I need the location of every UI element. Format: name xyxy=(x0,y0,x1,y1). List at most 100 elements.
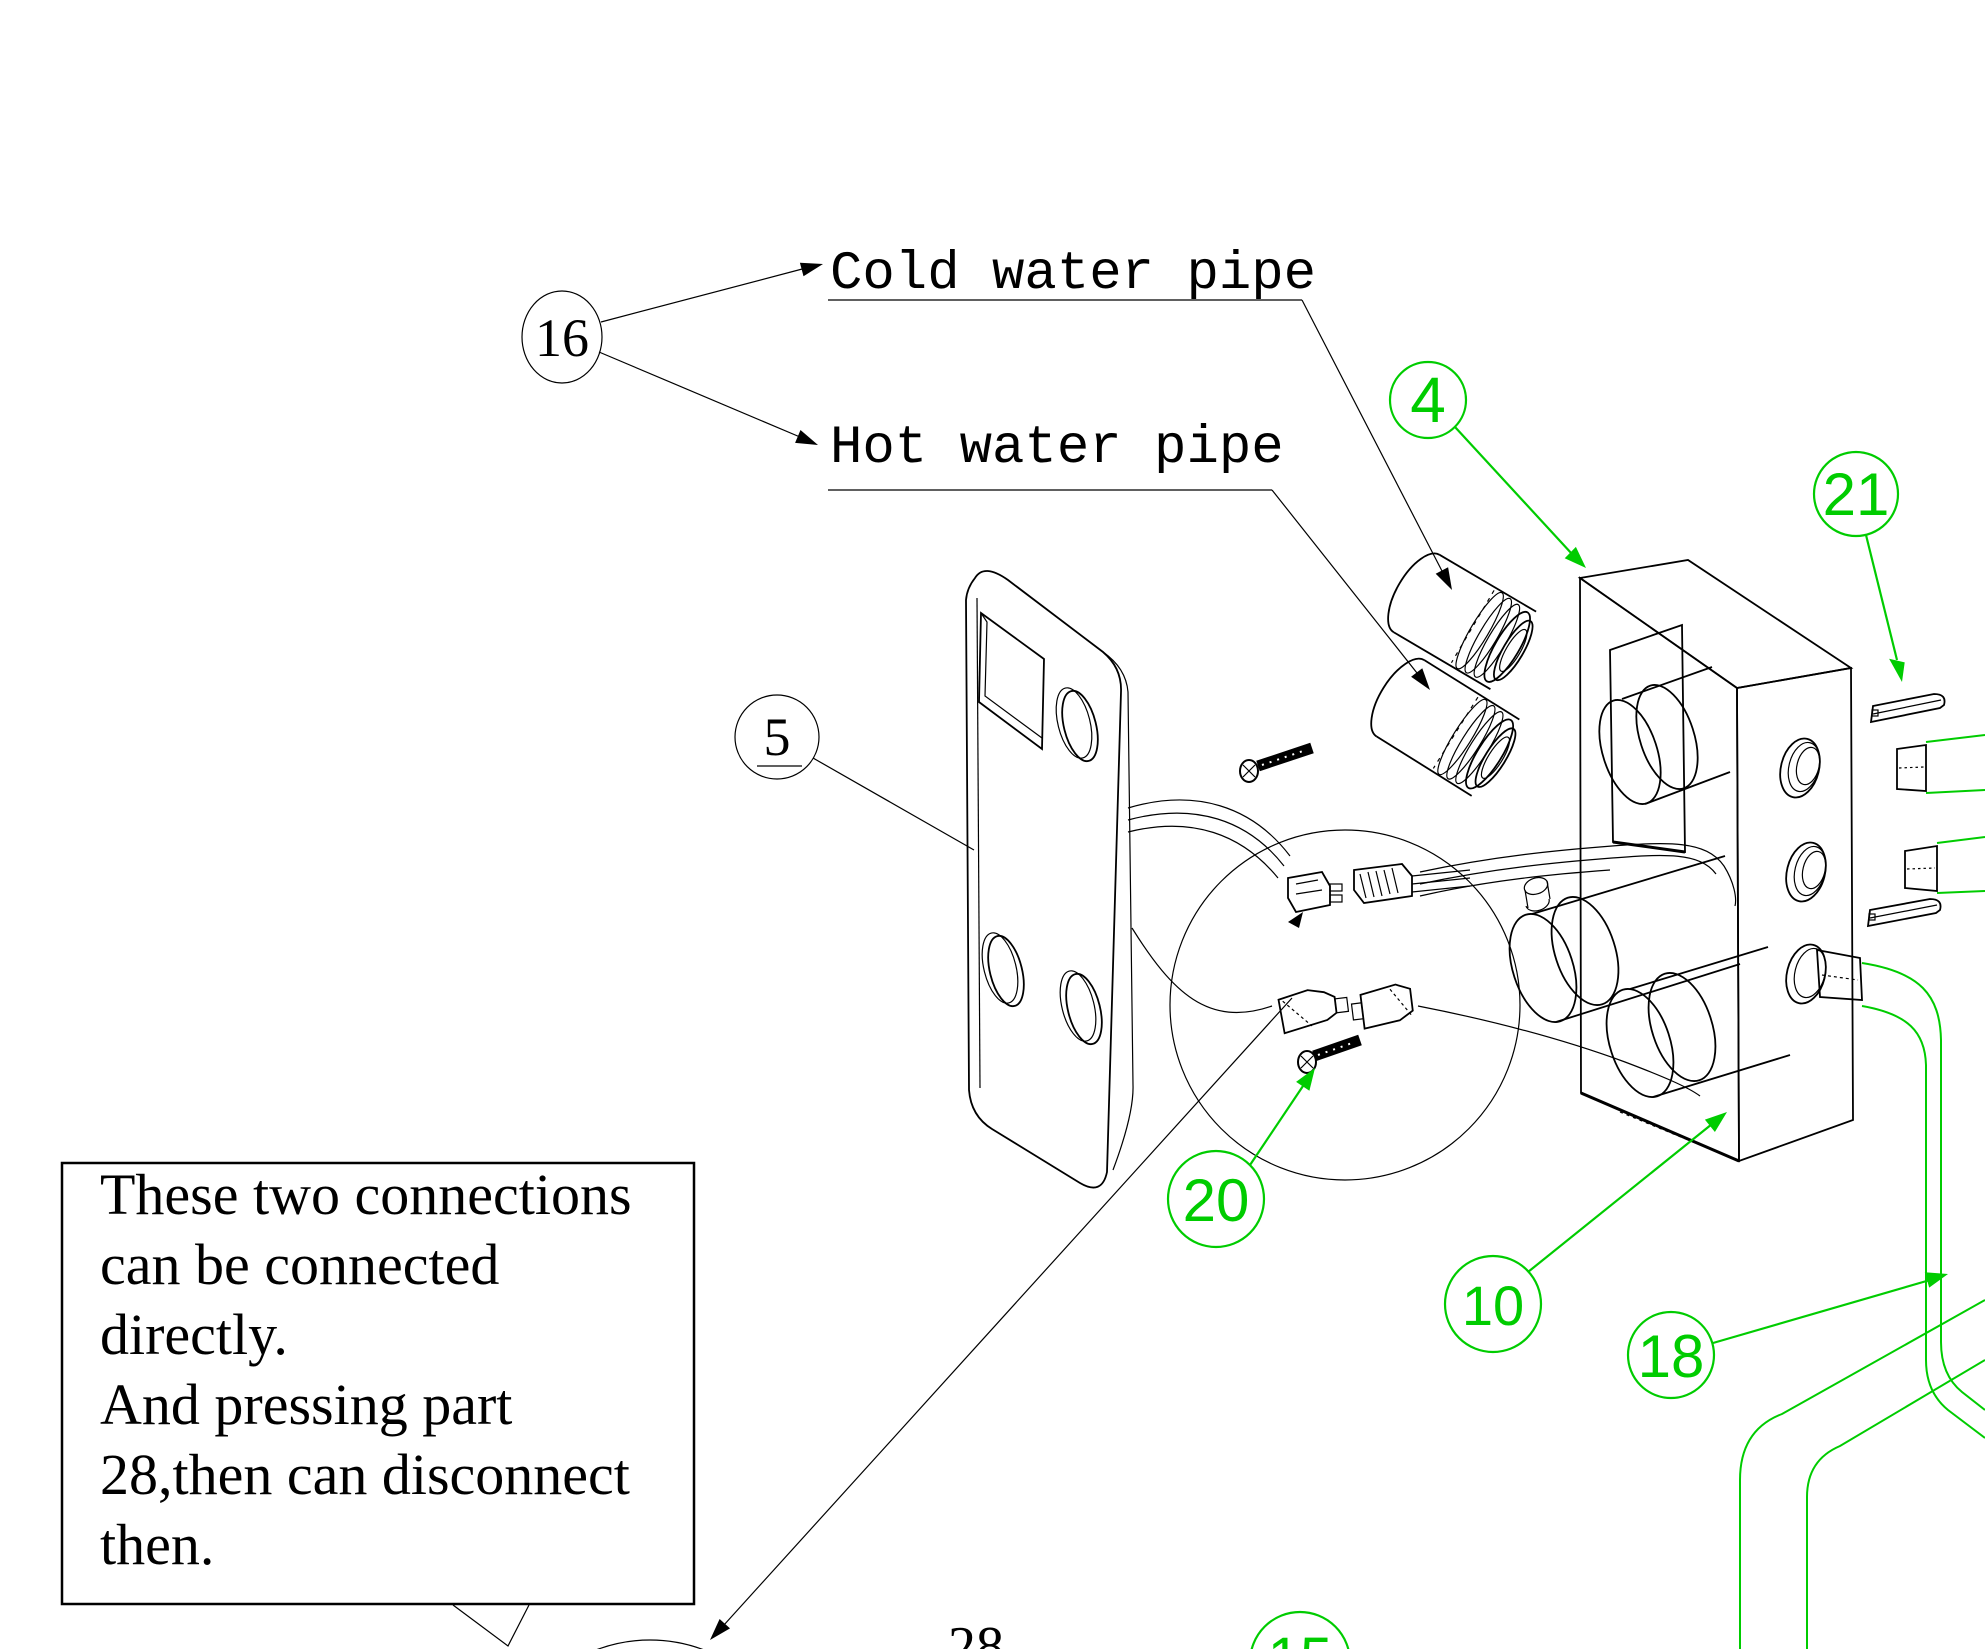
screw-upper xyxy=(1239,742,1314,783)
screw-upper-cross xyxy=(1242,764,1256,778)
mounting-plate xyxy=(965,570,1134,1189)
hose-fitting-middle xyxy=(1904,844,1938,892)
callout-20-label: 20 xyxy=(1183,1167,1250,1234)
block-right-face xyxy=(1736,666,1854,1163)
detail-28: 28 xyxy=(596,997,1293,1649)
hose-bottom-outline-b xyxy=(1861,1005,1985,1439)
pipe-label-hot: Hot water pipe xyxy=(828,418,1430,690)
hose-middle-outline-b xyxy=(1936,890,1985,894)
callout-5-label: 5 xyxy=(764,707,791,767)
callout-16-circle xyxy=(521,290,603,384)
callout-20-circle xyxy=(1166,1149,1266,1249)
callout-10: 10 xyxy=(1443,1112,1727,1354)
callout-5-circle xyxy=(734,694,820,780)
port-middle xyxy=(1785,841,1827,903)
arrowhead-21 xyxy=(1889,658,1905,682)
plate-hole-right xyxy=(1065,972,1103,1046)
leader-20 xyxy=(1249,1085,1304,1166)
arrowhead-4 xyxy=(1564,546,1586,568)
callout-18: 18 xyxy=(1626,1272,1948,1400)
callout-20: 20 xyxy=(1166,1068,1315,1249)
callout-4-circle xyxy=(1388,360,1468,440)
pipe-nipple-hot xyxy=(1370,657,1520,797)
callout-4-label: 4 xyxy=(1410,364,1446,436)
arrowhead-16-cold xyxy=(799,262,823,277)
pin-lower xyxy=(1866,898,1942,928)
port-bottom-boss xyxy=(1816,948,1863,1001)
note-pointer xyxy=(452,1604,530,1647)
plate-outline xyxy=(965,570,1122,1189)
callout-10-label: 10 xyxy=(1462,1274,1524,1337)
callout-4: 4 xyxy=(1388,360,1586,568)
connector-detail-circle xyxy=(1169,829,1521,1181)
screw-lower xyxy=(1297,1034,1362,1074)
arrowhead-16-hot xyxy=(795,430,818,445)
cartridge-nub xyxy=(1523,876,1551,912)
cartridge-upper xyxy=(1598,666,1731,805)
hose-u-outline-a xyxy=(1739,1299,1985,1649)
plate-thickness-edge xyxy=(1102,651,1134,1171)
screw-lower-cross xyxy=(1300,1055,1314,1069)
hose-bottom-outline-a xyxy=(1861,962,1985,1411)
port-top xyxy=(1779,737,1821,799)
leader-21 xyxy=(1864,534,1899,661)
arrowhead-20 xyxy=(1296,1068,1315,1091)
plate-left-inner-edge xyxy=(976,597,981,1089)
leader-16-hot xyxy=(598,351,801,438)
callout-18-label: 18 xyxy=(1638,1323,1705,1390)
wire-connector-right xyxy=(1353,863,1471,904)
plate-hole-left xyxy=(987,934,1025,1008)
callout-15-label: 15 xyxy=(1268,1626,1333,1649)
detail-28-circle xyxy=(596,1639,704,1649)
note-box: These two connections can be connected d… xyxy=(60,1161,696,1647)
cold-water-pipe-text: Cold water pipe xyxy=(830,244,1316,305)
screw-lower-threads xyxy=(1317,1041,1356,1056)
callout-28-label: 28 xyxy=(948,1616,1004,1649)
arrowhead-10 xyxy=(1704,1112,1727,1132)
callout-16-label: 16 xyxy=(535,308,589,368)
hot-water-pipe-text: Hot water pipe xyxy=(830,418,1284,479)
quick-connect-right xyxy=(1350,983,1414,1030)
hose-top-outline-b xyxy=(1925,789,1985,794)
pipe-label-cold: Cold water pipe xyxy=(828,244,1452,590)
callout-5: 5 xyxy=(734,694,975,851)
hose-line-right xyxy=(1417,1005,1701,1097)
hose-top-outline-a xyxy=(1925,734,1985,743)
leader-5 xyxy=(812,757,975,851)
plate-window-depth xyxy=(980,612,1043,739)
screw-lower-shank xyxy=(1312,1034,1362,1062)
green-hoses xyxy=(1739,734,1985,1649)
hot-leader-line xyxy=(1271,489,1418,674)
wiring-harness xyxy=(1127,799,1737,1097)
plate-hole-left-depth xyxy=(981,932,1019,1004)
plate-hole-top-depth xyxy=(1055,687,1093,759)
pin-upper xyxy=(1869,693,1946,724)
plate-hole-top xyxy=(1061,689,1099,763)
leader-10 xyxy=(1527,1123,1713,1273)
cartridge-lower xyxy=(1605,946,1791,1098)
wire-connector-left xyxy=(1287,871,1343,928)
pipe-nipple-cold xyxy=(1387,552,1537,690)
arrowhead-18 xyxy=(1924,1272,1948,1288)
leader-18 xyxy=(1712,1278,1931,1345)
plate-window-cutout xyxy=(978,611,1045,751)
port-bottom xyxy=(1785,943,1863,1005)
note-box-border xyxy=(60,1161,696,1606)
callout-16: 16 xyxy=(521,262,823,445)
callout-18-circle xyxy=(1626,1310,1716,1400)
cold-leader-arrowhead xyxy=(1435,567,1452,590)
note-line-5: 28,then can disconnect xyxy=(100,1442,630,1507)
block-recess xyxy=(1609,623,1686,854)
detail-circle xyxy=(1169,829,1521,1181)
note-line-4: And pressing part xyxy=(100,1372,512,1437)
block-front-face xyxy=(1579,576,1740,1163)
note-line-6: then. xyxy=(100,1512,214,1577)
callout-15-circle xyxy=(1250,1610,1350,1649)
quick-connect-left xyxy=(1277,989,1350,1035)
cartridge-middle xyxy=(1508,855,1741,1023)
callout-10-circle xyxy=(1443,1254,1543,1354)
leader-28 xyxy=(713,997,1293,1637)
callout-21: 21 xyxy=(1812,450,1905,682)
